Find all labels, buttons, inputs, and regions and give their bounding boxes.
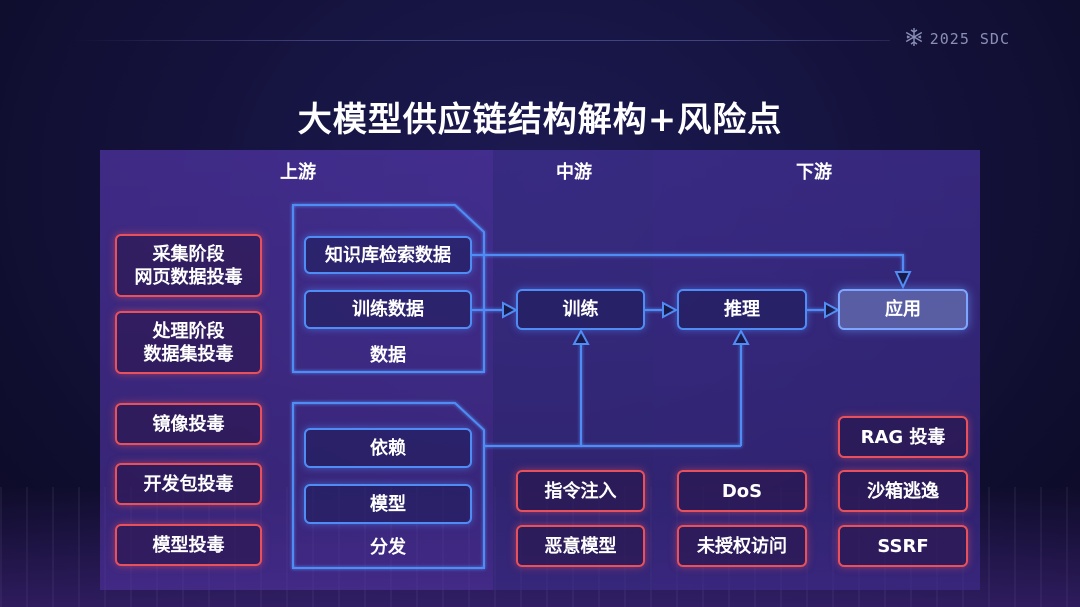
risk-label: 镜像投毒 bbox=[152, 413, 225, 435]
downstream-column-bg bbox=[653, 150, 980, 590]
risk-dos: DoS bbox=[677, 470, 807, 512]
risk-label: 数据集投毒 bbox=[143, 343, 234, 365]
brand-text: 2025 SDC bbox=[929, 30, 1010, 48]
data-group-label: 数据 bbox=[370, 345, 406, 366]
risk-label: 模型投毒 bbox=[152, 534, 225, 556]
brand-logo: 2025 SDC bbox=[904, 28, 1010, 50]
data-group-outline bbox=[292, 204, 485, 373]
risk-sdk-poisoning: 开发包投毒 bbox=[115, 463, 262, 505]
risk-image-poisoning: 镜像投毒 bbox=[115, 403, 262, 445]
column-header-upstream: 上游 bbox=[280, 162, 316, 183]
risk-sandbox-escape: 沙箱逃逸 bbox=[838, 470, 968, 512]
node-model: 模型 bbox=[304, 484, 472, 524]
header-divider bbox=[70, 40, 890, 41]
node-training-data: 训练数据 bbox=[304, 290, 472, 329]
node-knowledge-retrieval-data: 知识库检索数据 bbox=[304, 236, 472, 274]
risk-malicious-model: 恶意模型 bbox=[516, 525, 645, 567]
risk-label: 处理阶段 bbox=[152, 320, 225, 342]
risk-label: 网页数据投毒 bbox=[134, 266, 243, 288]
column-header-downstream: 下游 bbox=[796, 162, 832, 183]
risk-prompt-injection: 指令注入 bbox=[516, 470, 645, 512]
arrowhead-infer-app bbox=[824, 301, 841, 319]
node-infer: 推理 bbox=[677, 289, 807, 330]
arrowhead-train-infer bbox=[662, 301, 679, 319]
midstream-column-bg bbox=[493, 150, 653, 590]
risk-label: 采集阶段 bbox=[152, 243, 225, 265]
risk-rag-poisoning: RAG 投毒 bbox=[838, 416, 968, 458]
risk-label: 开发包投毒 bbox=[143, 473, 234, 495]
risk-ssrf: SSRF bbox=[838, 525, 968, 567]
node-dependency: 依赖 bbox=[304, 428, 472, 468]
arrowhead-data-train bbox=[502, 301, 519, 319]
snowflake-icon bbox=[904, 27, 924, 51]
arrowhead-kb-app bbox=[894, 271, 912, 290]
kb-to-app-connector bbox=[472, 254, 904, 272]
arrowhead-dep-train bbox=[572, 328, 590, 345]
risk-collection-poisoning: 采集阶段 网页数据投毒 bbox=[115, 234, 262, 297]
column-header-midstream: 中游 bbox=[556, 162, 592, 183]
slide-title: 大模型供应链结构解构+风险点 bbox=[297, 100, 783, 140]
node-application: 应用 bbox=[838, 289, 968, 330]
distribution-group-outline bbox=[292, 402, 485, 569]
arrowhead-dep-infer bbox=[732, 328, 750, 345]
risk-model-poisoning: 模型投毒 bbox=[115, 524, 262, 566]
risk-processing-poisoning: 处理阶段 数据集投毒 bbox=[115, 311, 262, 374]
risk-unauthorized-access: 未授权访问 bbox=[677, 525, 807, 567]
distribution-group-label: 分发 bbox=[370, 537, 406, 558]
node-train: 训练 bbox=[516, 289, 645, 330]
